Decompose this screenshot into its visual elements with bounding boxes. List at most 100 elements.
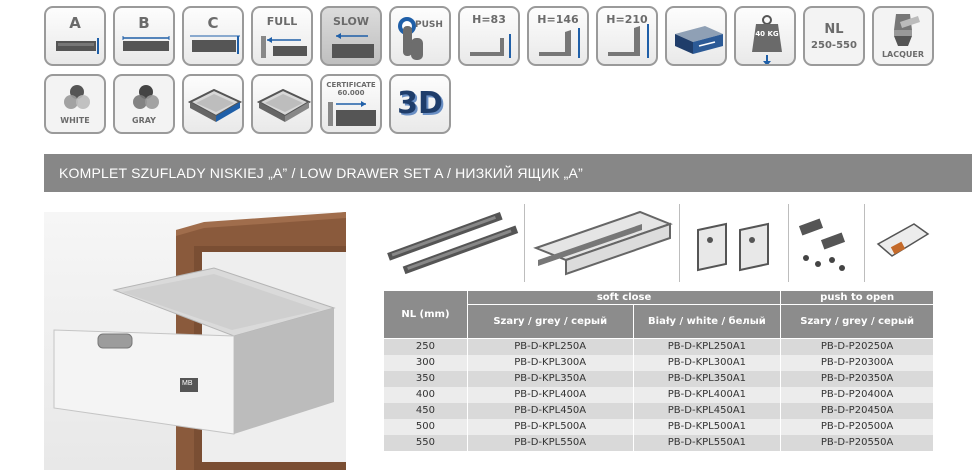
icon-label-h146: H=146 (537, 13, 579, 26)
drawer-box-icon (665, 6, 727, 66)
white-code-cell: PB-D-KPL500A1 (632, 418, 782, 435)
table-row: 400 PB-D-KPL400A PB-D-KPL400A1 PB-D-P204… (383, 386, 934, 403)
height-83-icon: H=83 (458, 6, 520, 66)
drawer-frame-grey-graphic (256, 88, 311, 122)
white-code-cell: PB-D-KPL350A1 (632, 370, 782, 387)
drawer-sides-graphic (533, 210, 673, 276)
push-code-cell: PB-D-P20250A (780, 338, 934, 355)
front-brackets-graphic (697, 222, 769, 272)
soft-close-group-header: soft close (466, 290, 782, 305)
drawer-illustration (53, 212, 346, 470)
nl-length-icon: NL 250-550 (803, 6, 865, 66)
parts-separator (679, 204, 680, 282)
3d-model-icon: 3D (389, 74, 451, 134)
icon-label-push: PUSH (415, 20, 443, 30)
side-profile-210-graphic (608, 24, 649, 58)
drawer-profile-a-graphic (56, 38, 99, 54)
grey-code-cell: PB-D-KPL550A (466, 434, 634, 451)
grey-column-header: Szary / grey / серый (466, 304, 634, 339)
brush-graphic (894, 14, 920, 46)
height-b-icon: B (113, 6, 175, 66)
white-code-cell: PB-D-KPL300A1 (632, 354, 782, 371)
grey-code-cell: PB-D-KPL500A (466, 418, 634, 435)
push-to-open-group-header: push to open (780, 290, 934, 305)
drawer-box-graphic (675, 26, 723, 54)
drawer-frame-grey-icon (251, 74, 313, 134)
icon-label-slow: SLOW (332, 15, 370, 28)
icon-label-b: B (138, 14, 150, 32)
nl-cell: 300 (383, 354, 468, 371)
nl-column-header: NL (mm) (383, 290, 468, 339)
icon-label-a: A (69, 14, 81, 32)
height-a-icon: A (44, 6, 106, 66)
gray-color-icon: GRAY (113, 74, 175, 134)
lacquer-brush-icon: LACQUER (872, 6, 934, 66)
icon-label-nl-range: 250-550 (811, 40, 857, 51)
icon-label-certificate-cycles: 60.000 (337, 89, 365, 97)
white-color-graphic (64, 85, 90, 109)
template-card-graphic (876, 223, 930, 257)
push-code-cell: PB-D-P20500A (780, 418, 934, 435)
table-row: 450 PB-D-KPL450A PB-D-KPL450A1 PB-D-P204… (383, 402, 934, 419)
runner-rails-graphic (387, 212, 519, 275)
slow-close-graphic (332, 33, 374, 58)
drawer-profile-b-graphic (122, 36, 170, 51)
push-code-cell: PB-D-P20400A (780, 386, 934, 403)
table-row: 550 PB-D-KPL550A PB-D-KPL550A1 PB-D-P205… (383, 434, 934, 451)
nl-cell: 550 (383, 434, 468, 451)
push-hand-graphic (398, 17, 423, 60)
table-row: 250 PB-D-KPL250A PB-D-KPL250A1 PB-D-P202… (383, 338, 934, 355)
parts-separator (864, 204, 865, 282)
nl-cell: 400 (383, 386, 468, 403)
grey-code-cell: PB-D-KPL250A (466, 338, 634, 355)
slow-soft-close-icon: SLOW (320, 6, 382, 66)
parts-separator (524, 204, 525, 282)
push-to-open-icon: PUSH (389, 6, 451, 66)
icon-label-lacquer: LACQUER (881, 50, 925, 59)
grey-code-cell: PB-D-KPL350A (466, 370, 634, 387)
screws-fittings-graphic (798, 218, 846, 271)
height-146-icon: H=146 (527, 6, 589, 66)
push-code-cell: PB-D-P20550A (780, 434, 934, 451)
height-210-icon: H=210 (596, 6, 658, 66)
push-grey-column-header: Szary / grey / серый (780, 304, 934, 339)
drawer-profile-c-graphic (190, 35, 240, 54)
drawer-frame-blue-icon (182, 74, 244, 134)
grey-code-cell: PB-D-KPL400A (466, 386, 634, 403)
nl-cell: 250 (383, 338, 468, 355)
icon-label-3d: 3D (397, 86, 443, 121)
icon-label-full: FULL (266, 15, 298, 28)
full-extension-icon: FULL (251, 6, 313, 66)
table-row: 300 PB-D-KPL300A PB-D-KPL300A1 PB-D-P203… (383, 354, 934, 371)
certificate-graphic (328, 101, 376, 126)
table-row: 350 PB-D-KPL350A PB-D-KPL350A1 PB-D-P203… (383, 370, 934, 387)
push-code-cell: PB-D-P20300A (780, 354, 934, 371)
nl-cell: 350 (383, 370, 468, 387)
icon-label-c: C (207, 14, 219, 32)
side-profile-83-graphic (470, 34, 511, 58)
gray-color-graphic (133, 85, 159, 109)
icon-label-weight: 40 KG (755, 30, 779, 38)
table-row: 500 PB-D-KPL500A PB-D-KPL500A1 PB-D-P205… (383, 418, 934, 435)
icon-label-white: WHITE (60, 116, 90, 125)
grey-code-cell: PB-D-KPL300A (466, 354, 634, 371)
weight-40kg-icon: 40 KG (734, 6, 796, 66)
certificate-icon: CERTIFICATE 60.000 (320, 74, 382, 134)
section-title-bar: KOMPLET SZUFLADY NISKIEJ „A” / LOW DRAWE… (44, 154, 972, 192)
push-code-cell: PB-D-P20450A (780, 402, 934, 419)
product-codes-table: NL (mm) soft close push to open Szary / … (383, 290, 934, 451)
grey-code-cell: PB-D-KPL450A (466, 402, 634, 419)
nl-cell: 450 (383, 402, 468, 419)
white-code-cell: PB-D-KPL400A1 (632, 386, 782, 403)
drawer-frame-blue-graphic (187, 88, 242, 122)
white-code-cell: PB-D-KPL250A1 (632, 338, 782, 355)
white-column-header: Biały / white / белый (632, 304, 782, 339)
icon-label-gray: GRAY (132, 116, 156, 125)
white-code-cell: PB-D-KPL450A1 (632, 402, 782, 419)
full-extension-graphic (261, 36, 307, 58)
side-profile-146-graphic (539, 28, 580, 58)
nl-cell: 500 (383, 418, 468, 435)
brand-logo: MB (182, 380, 193, 387)
height-c-icon: C (182, 6, 244, 66)
